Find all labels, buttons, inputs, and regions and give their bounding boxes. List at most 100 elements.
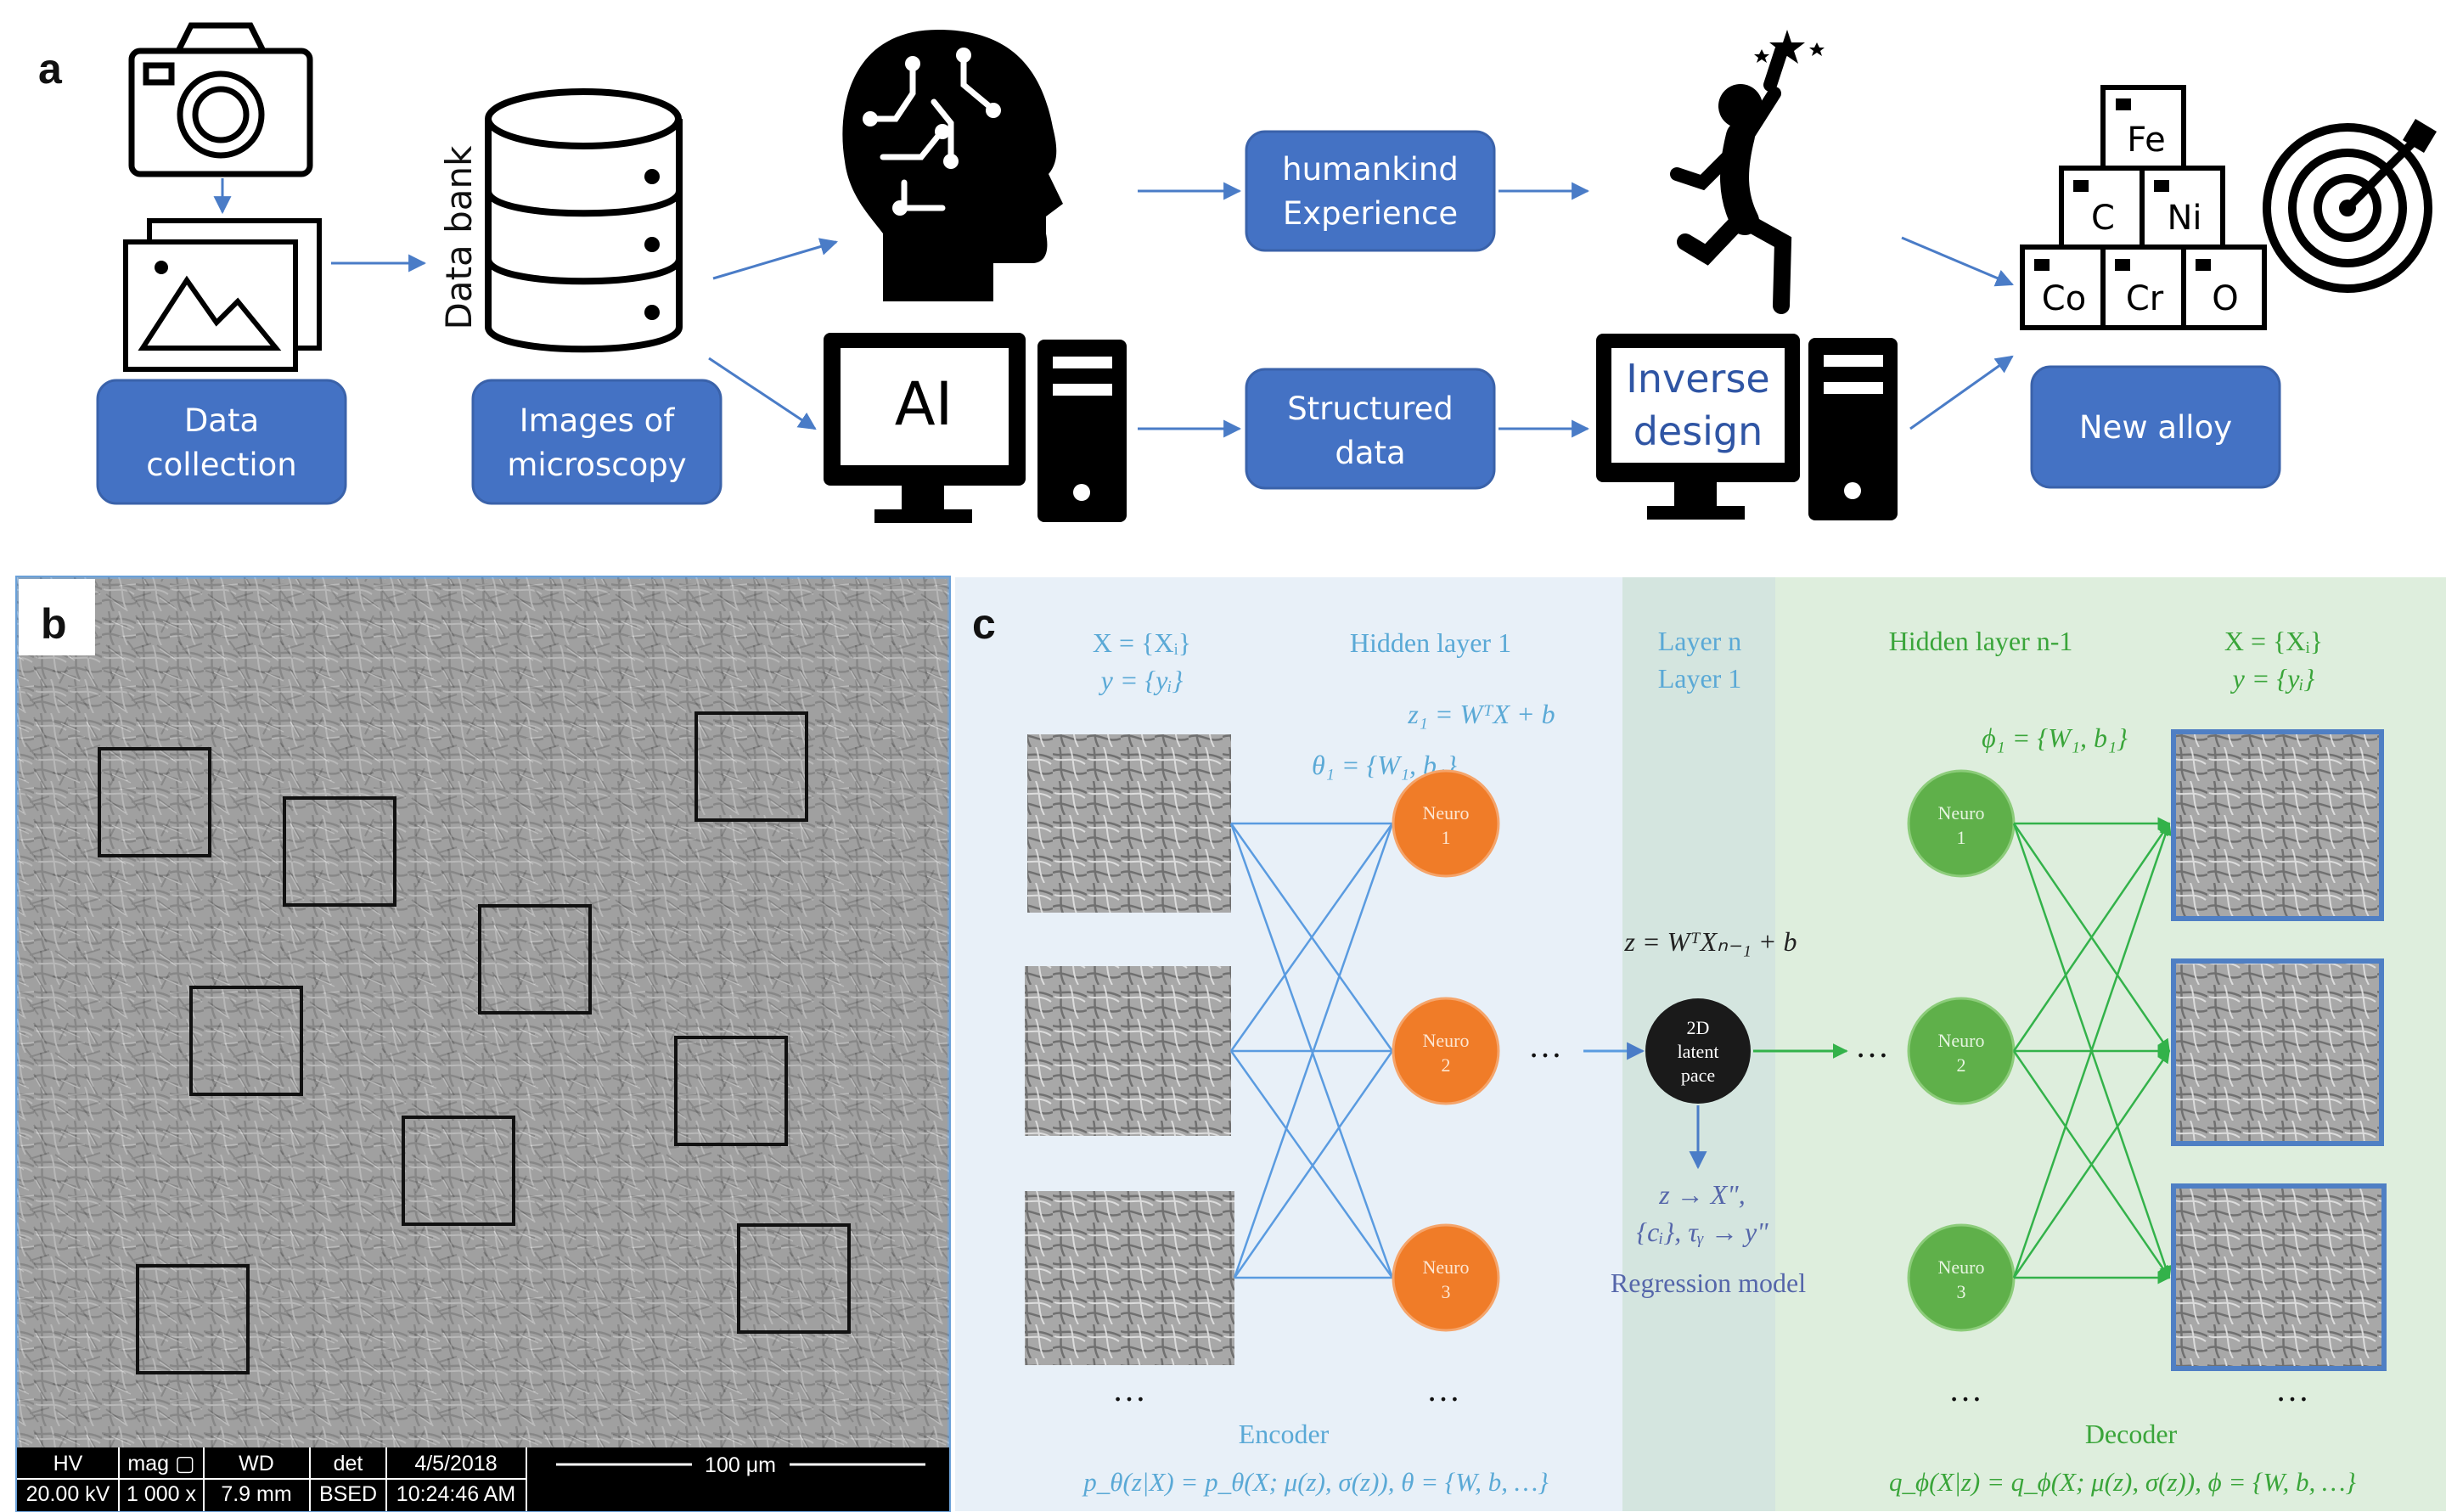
humankind-experience-box: humankind Experience bbox=[1245, 130, 1496, 252]
humankind-line2: Experience bbox=[1283, 195, 1458, 232]
decoder-neuron-3-label: Neuro bbox=[1938, 1256, 1985, 1278]
decoder-neuron-1-index: 1 bbox=[1957, 827, 1966, 848]
data-collection-line2: collection bbox=[146, 447, 297, 483]
input-image bbox=[1027, 734, 1231, 913]
encoder-neuron-1-index: 1 bbox=[1442, 827, 1451, 848]
info-hv-header: HV bbox=[53, 1452, 83, 1475]
decoder-neuron-1-label: Neuro bbox=[1938, 802, 1985, 823]
decoder-neurons: Neuro 1 Neuro 2 Neuro 3 bbox=[1907, 769, 2016, 1332]
new-alloy-label: New alloy bbox=[2079, 409, 2232, 446]
decoder-neuron-2-label: Neuro bbox=[1938, 1030, 1985, 1051]
target-icon bbox=[2263, 119, 2437, 293]
z1-formula: z₁ = WᵀX + b bbox=[1407, 699, 1555, 729]
data-collection-box: Data collection bbox=[96, 379, 347, 505]
layer-1-label: Layer 1 bbox=[1658, 663, 1742, 694]
sem-info-bar: HV mag ▢ WD det 4/5/2018 20.00 kV 1 000 … bbox=[17, 1447, 949, 1511]
encoder-neuron-1-label: Neuro bbox=[1423, 802, 1470, 823]
output-image bbox=[2171, 1183, 2387, 1371]
roi-box bbox=[694, 711, 808, 822]
encoder-neuron-3-label: Neuro bbox=[1423, 1256, 1470, 1278]
latent-line2: latent bbox=[1678, 1041, 1719, 1062]
layer-n-label: Layer n bbox=[1658, 626, 1742, 656]
info-mag-value: 1 000 x bbox=[127, 1482, 197, 1506]
decoder-neuron-3 bbox=[1907, 1223, 2016, 1332]
element-c: C bbox=[2091, 199, 2115, 238]
roi-box bbox=[136, 1264, 250, 1374]
inverse-line2: design bbox=[1633, 408, 1763, 454]
input-y-label: y = {yᵢ} bbox=[1099, 665, 1184, 695]
images-microscopy-box: Images of microscopy bbox=[471, 379, 723, 505]
decoder-output-images bbox=[2171, 729, 2387, 1371]
encoder-neurons-ellipsis: … bbox=[1426, 1370, 1460, 1408]
decoder-label: Decoder bbox=[2085, 1419, 2178, 1449]
encoder-neuron-2-label: Neuro bbox=[1423, 1030, 1470, 1051]
encoder-neuron-3 bbox=[1392, 1223, 1500, 1332]
output-image bbox=[2171, 729, 2384, 921]
info-det-header: det bbox=[334, 1452, 363, 1475]
data-bank-label: Data bank bbox=[438, 145, 480, 330]
z-formula: z = WᵀXₙ₋₁ + b bbox=[1624, 926, 1797, 957]
info-hv-value: 20.00 kV bbox=[26, 1482, 110, 1506]
decoder-neuron-3-index: 3 bbox=[1957, 1281, 1966, 1302]
roi-box bbox=[98, 747, 211, 857]
input-images-ellipsis: … bbox=[1112, 1370, 1146, 1408]
structured-line1: Structured bbox=[1287, 391, 1454, 427]
panel-a: a Data collection Data bank bbox=[38, 22, 2437, 523]
input-x-label: X = {Xᵢ} bbox=[1093, 627, 1191, 658]
encoder-neurons: Neuro 1 Neuro 2 Neuro 3 bbox=[1392, 769, 1500, 1332]
ai-head-icon bbox=[842, 30, 1063, 301]
decoder-neuron-2 bbox=[1907, 997, 2016, 1105]
info-date: 4/5/2018 bbox=[414, 1452, 497, 1475]
element-fe: Fe bbox=[2127, 121, 2165, 160]
element-ni: Ni bbox=[2167, 199, 2201, 238]
panel-a-label: a bbox=[38, 45, 63, 93]
panel-b-label: b bbox=[41, 600, 67, 648]
images-icon bbox=[123, 218, 322, 372]
regression-line2: {cᵢ}, τᵧ → y" bbox=[1636, 1217, 1768, 1247]
scale-bar-label: 100 μm bbox=[705, 1453, 776, 1477]
encoder-neuron-2-index: 2 bbox=[1442, 1054, 1451, 1076]
jumping-person-icon bbox=[1670, 30, 1825, 314]
database-icon bbox=[485, 88, 683, 353]
roi-box bbox=[674, 1036, 788, 1146]
panel-b: b HV mag ▢ WD de bbox=[15, 576, 951, 1512]
element-o: O bbox=[2212, 279, 2238, 318]
decoder-neuron-2-index: 2 bbox=[1957, 1054, 1966, 1076]
encoder-input-images bbox=[1025, 734, 1234, 1365]
inverse-line1: Inverse bbox=[1626, 356, 1769, 402]
latent-line1: 2D bbox=[1687, 1017, 1710, 1038]
encoder-neuron-3-index: 3 bbox=[1442, 1281, 1451, 1302]
structured-data-box: Structured data bbox=[1245, 368, 1496, 490]
input-image bbox=[1025, 966, 1231, 1136]
decoder-formula: q_ϕ(X|z) = q_ϕ(X; μ(z), σ(z)), ϕ = {W, b… bbox=[1889, 1467, 2357, 1497]
decoder-neuron-1 bbox=[1907, 769, 2016, 878]
decoder-neurons-ellipsis: … bbox=[1948, 1370, 1982, 1408]
ai-computer-icon: AI bbox=[824, 333, 1127, 523]
info-wd-value: 7.9 mm bbox=[221, 1482, 291, 1506]
input-image bbox=[1025, 1191, 1234, 1365]
panel-b-label-bg bbox=[19, 579, 95, 655]
encoder-label: Encoder bbox=[1239, 1419, 1330, 1449]
latent-line3: pace bbox=[1681, 1065, 1715, 1086]
output-image bbox=[2171, 958, 2384, 1146]
element-cr: Cr bbox=[2126, 279, 2164, 318]
roi-box bbox=[478, 904, 592, 1015]
decoder-edges bbox=[2012, 817, 2172, 1284]
element-co: Co bbox=[2042, 279, 2086, 318]
ai-text: AI bbox=[895, 369, 953, 439]
roi-box bbox=[283, 796, 396, 907]
panel-c: c X = {Xᵢ} y = {yᵢ} Hidden layer 1 z₁ = … bbox=[955, 577, 2446, 1511]
info-wd-header: WD bbox=[239, 1452, 274, 1475]
encoder-formula: p_θ(z|X) = p_θ(X; μ(z), σ(z)), θ = {W, b… bbox=[1082, 1467, 1549, 1497]
images-microscopy-line2: microscopy bbox=[507, 447, 686, 483]
phi1-formula: ϕ₁ = {W₁, b₁} bbox=[1982, 722, 2128, 753]
info-mag-header: mag ▢ bbox=[127, 1452, 194, 1475]
roi-boxes bbox=[98, 711, 851, 1374]
regression-line1: z → X", bbox=[1658, 1179, 1745, 1210]
latent-space-node bbox=[1645, 998, 1751, 1104]
roi-box bbox=[737, 1223, 851, 1334]
output-x-label: X = {Xᵢ} bbox=[2224, 626, 2323, 656]
humankind-line1: humankind bbox=[1282, 151, 1459, 188]
output-y-label: y = {yᵢ} bbox=[2230, 663, 2315, 694]
